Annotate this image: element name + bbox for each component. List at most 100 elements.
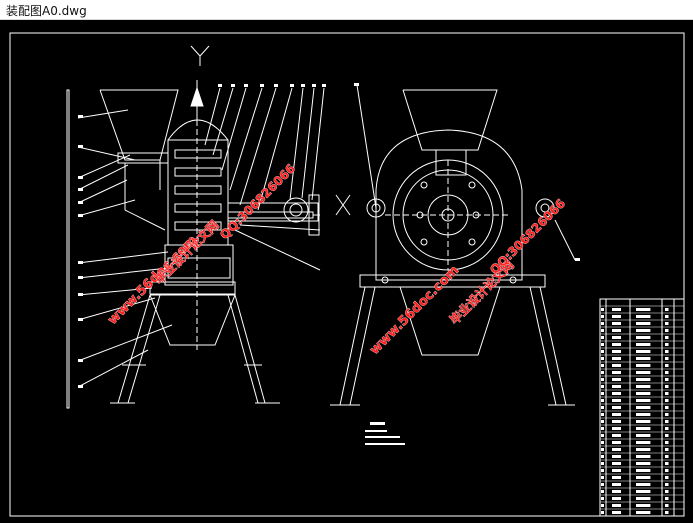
table-cell-text bbox=[612, 497, 621, 500]
table-cell-text bbox=[601, 399, 604, 402]
table-cell-text bbox=[601, 462, 604, 465]
table-cell-text bbox=[665, 455, 669, 458]
table-cell-text bbox=[636, 392, 651, 395]
table-cell-text bbox=[665, 378, 669, 381]
table-cell-text bbox=[665, 322, 669, 325]
table-cell-text bbox=[636, 357, 651, 360]
table-cell-text bbox=[636, 455, 651, 458]
cad-drawing: www.56doc.com 毕业设计论文网 QQ:306826066 www.5… bbox=[9, 32, 685, 517]
table-cell-text bbox=[636, 329, 651, 332]
table-cell-text bbox=[665, 497, 669, 500]
table-cell-text bbox=[665, 511, 669, 514]
table-cell-text bbox=[636, 378, 651, 381]
table-cell-text bbox=[601, 350, 604, 353]
table-cell-text bbox=[612, 441, 621, 444]
table-cell-text bbox=[665, 336, 669, 339]
table-cell-text bbox=[601, 392, 604, 395]
table-cell-text bbox=[665, 413, 669, 416]
watermark-qq-left: QQ:306826066 bbox=[217, 161, 298, 242]
table-cell-text bbox=[601, 371, 604, 374]
table-cell-text bbox=[601, 406, 604, 409]
table-cell-text bbox=[612, 364, 621, 367]
table-cell-text bbox=[612, 315, 621, 318]
table-cell-text bbox=[636, 497, 651, 500]
left-section-view bbox=[66, 45, 325, 409]
table-cell-text bbox=[612, 476, 621, 479]
table-cell-text bbox=[665, 504, 669, 507]
table-cell-text bbox=[636, 476, 651, 479]
table-cell-text bbox=[665, 357, 669, 360]
table-cell-text bbox=[665, 315, 669, 318]
table-cell-text bbox=[601, 511, 604, 514]
table-cell-text bbox=[612, 504, 621, 507]
table-cell-text bbox=[601, 490, 604, 493]
window-titlebar: 装配图A0.dwg bbox=[0, 0, 693, 20]
table-cell-text bbox=[665, 462, 669, 465]
table-cell-text bbox=[612, 427, 621, 430]
table-cell-text bbox=[636, 511, 651, 514]
table-cell-text bbox=[636, 434, 651, 437]
table-cell-text bbox=[612, 490, 621, 493]
table-cell-text bbox=[636, 504, 651, 507]
table-cell-text bbox=[601, 413, 604, 416]
table-cell-text bbox=[636, 336, 651, 339]
watermark-qq-right: QQ:306826066 bbox=[487, 196, 568, 277]
table-cell-text bbox=[612, 413, 621, 416]
table-cell-text bbox=[601, 483, 604, 486]
table-cell-text bbox=[601, 329, 604, 332]
table-cell-text bbox=[665, 308, 669, 311]
table-cell-text bbox=[665, 371, 669, 374]
table-cell-text bbox=[665, 392, 669, 395]
table-cell-text bbox=[665, 427, 669, 430]
technical-notes bbox=[365, 422, 405, 445]
table-cell-text bbox=[665, 469, 669, 472]
table-cell-text bbox=[665, 483, 669, 486]
watermark-brand-left: 毕业设计论文网 bbox=[152, 217, 222, 287]
table-cell-text bbox=[601, 504, 604, 507]
table-cell-text bbox=[636, 469, 651, 472]
table-cell-text bbox=[665, 399, 669, 402]
table-cell-text bbox=[665, 350, 669, 353]
table-cell-text bbox=[636, 343, 651, 346]
table-cell-text bbox=[665, 420, 669, 423]
table-cell-text bbox=[601, 378, 604, 381]
table-cell-text bbox=[612, 469, 621, 472]
table-cell-text bbox=[636, 406, 651, 409]
table-cell-text bbox=[612, 483, 621, 486]
table-cell-text bbox=[665, 476, 669, 479]
table-cell-text bbox=[601, 343, 604, 346]
table-cell-text bbox=[601, 336, 604, 339]
table-cell-text bbox=[601, 476, 604, 479]
table-cell-text bbox=[636, 350, 651, 353]
drawing-border bbox=[9, 32, 685, 517]
table-cell-text bbox=[601, 364, 604, 367]
table-cell-text bbox=[636, 322, 651, 325]
table-cell-text bbox=[612, 448, 621, 451]
table-cell-text bbox=[636, 385, 651, 388]
table-cell-text bbox=[612, 343, 621, 346]
table-cell-text bbox=[612, 511, 621, 514]
table-cell-text bbox=[612, 462, 621, 465]
table-cell-text bbox=[636, 364, 651, 367]
table-cell-text bbox=[601, 434, 604, 437]
table-cell-text bbox=[636, 483, 651, 486]
table-cell-text bbox=[601, 497, 604, 500]
drawing-canvas[interactable]: www.56doc.com 毕业设计论文网 QQ:306826066 www.5… bbox=[0, 20, 693, 523]
table-cell-text bbox=[665, 329, 669, 332]
table-cell-text bbox=[601, 469, 604, 472]
watermark-site-right: www.56doc.com bbox=[367, 263, 462, 358]
table-cell-text bbox=[636, 441, 651, 444]
table-cell-text bbox=[612, 392, 621, 395]
left-labels bbox=[78, 84, 326, 388]
table-cell-text bbox=[636, 315, 651, 318]
table-cell-text bbox=[612, 378, 621, 381]
table-cell-text bbox=[636, 448, 651, 451]
table-cell-text bbox=[601, 420, 604, 423]
table-cell-text bbox=[636, 420, 651, 423]
table-cell-text bbox=[612, 329, 621, 332]
table-cell-text bbox=[612, 385, 621, 388]
table-cell-text bbox=[612, 336, 621, 339]
table-cell-text bbox=[601, 308, 604, 311]
parts-list-table bbox=[599, 298, 685, 517]
table-cell-text bbox=[612, 350, 621, 353]
